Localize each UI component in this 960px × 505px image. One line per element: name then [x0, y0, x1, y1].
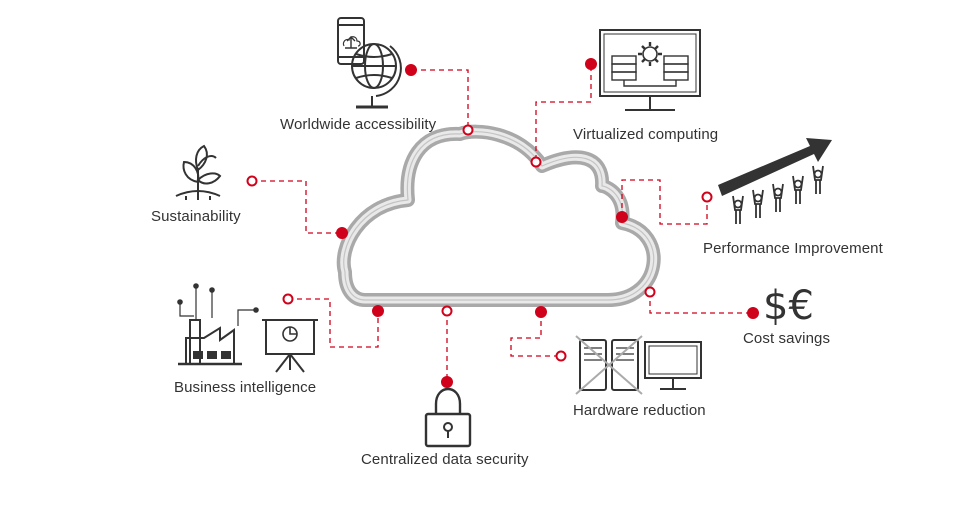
padlock-icon: [424, 387, 472, 448]
dot-cost: [747, 307, 759, 319]
cloud-icon: [344, 132, 654, 300]
label-sustainability: Sustainability: [151, 208, 241, 225]
label-virtualized-computing: Virtualized computing: [573, 126, 719, 143]
monitor-servers-gear-icon: [599, 29, 701, 111]
label-business-intelligence: Business intelligence: [174, 379, 317, 396]
ring-worldwide: [462, 124, 474, 136]
connector-worldwide: [412, 69, 469, 128]
ring-performance: [701, 191, 713, 203]
connector-dots: [246, 58, 759, 388]
connector-sustainability: [252, 180, 342, 234]
dot-security: [441, 376, 453, 388]
currency-icon: $€: [763, 283, 814, 329]
servers-crossed-monitor-icon: [575, 335, 702, 395]
connector-business: [288, 298, 379, 348]
ring-security: [441, 305, 453, 317]
ring-virtualized: [530, 156, 542, 168]
connector-virtualized: [535, 66, 592, 160]
ring-hardware: [555, 350, 567, 362]
globe-phone-icon: [337, 17, 402, 109]
ring-business: [282, 293, 294, 305]
dot-worldwide: [405, 64, 417, 76]
label-worldwide-accessibility: Worldwide accessibility: [280, 116, 437, 133]
label-cost-savings: Cost savings: [743, 330, 831, 347]
connector-performance: [621, 179, 708, 225]
dot-performance: [616, 211, 628, 223]
label-hardware-reduction: Hardware reduction: [573, 402, 706, 419]
connector-hardware: [510, 312, 561, 357]
connector-lines: [252, 66, 753, 380]
connector-cost: [649, 292, 753, 314]
dot-virtualized: [585, 58, 597, 70]
dot-business: [372, 305, 384, 317]
dot-sustainability: [336, 227, 348, 239]
dot-hardware: [535, 306, 547, 318]
factory-presentation-icon: [177, 283, 318, 373]
people-rising-arrow-icon: [718, 138, 832, 224]
plant-icon: [175, 144, 222, 200]
label-centralized-data-security: Centralized data security: [361, 451, 529, 468]
label-performance-improvement: Performance Improvement: [703, 240, 883, 257]
ring-cost: [644, 286, 656, 298]
ring-sustainability: [246, 175, 258, 187]
